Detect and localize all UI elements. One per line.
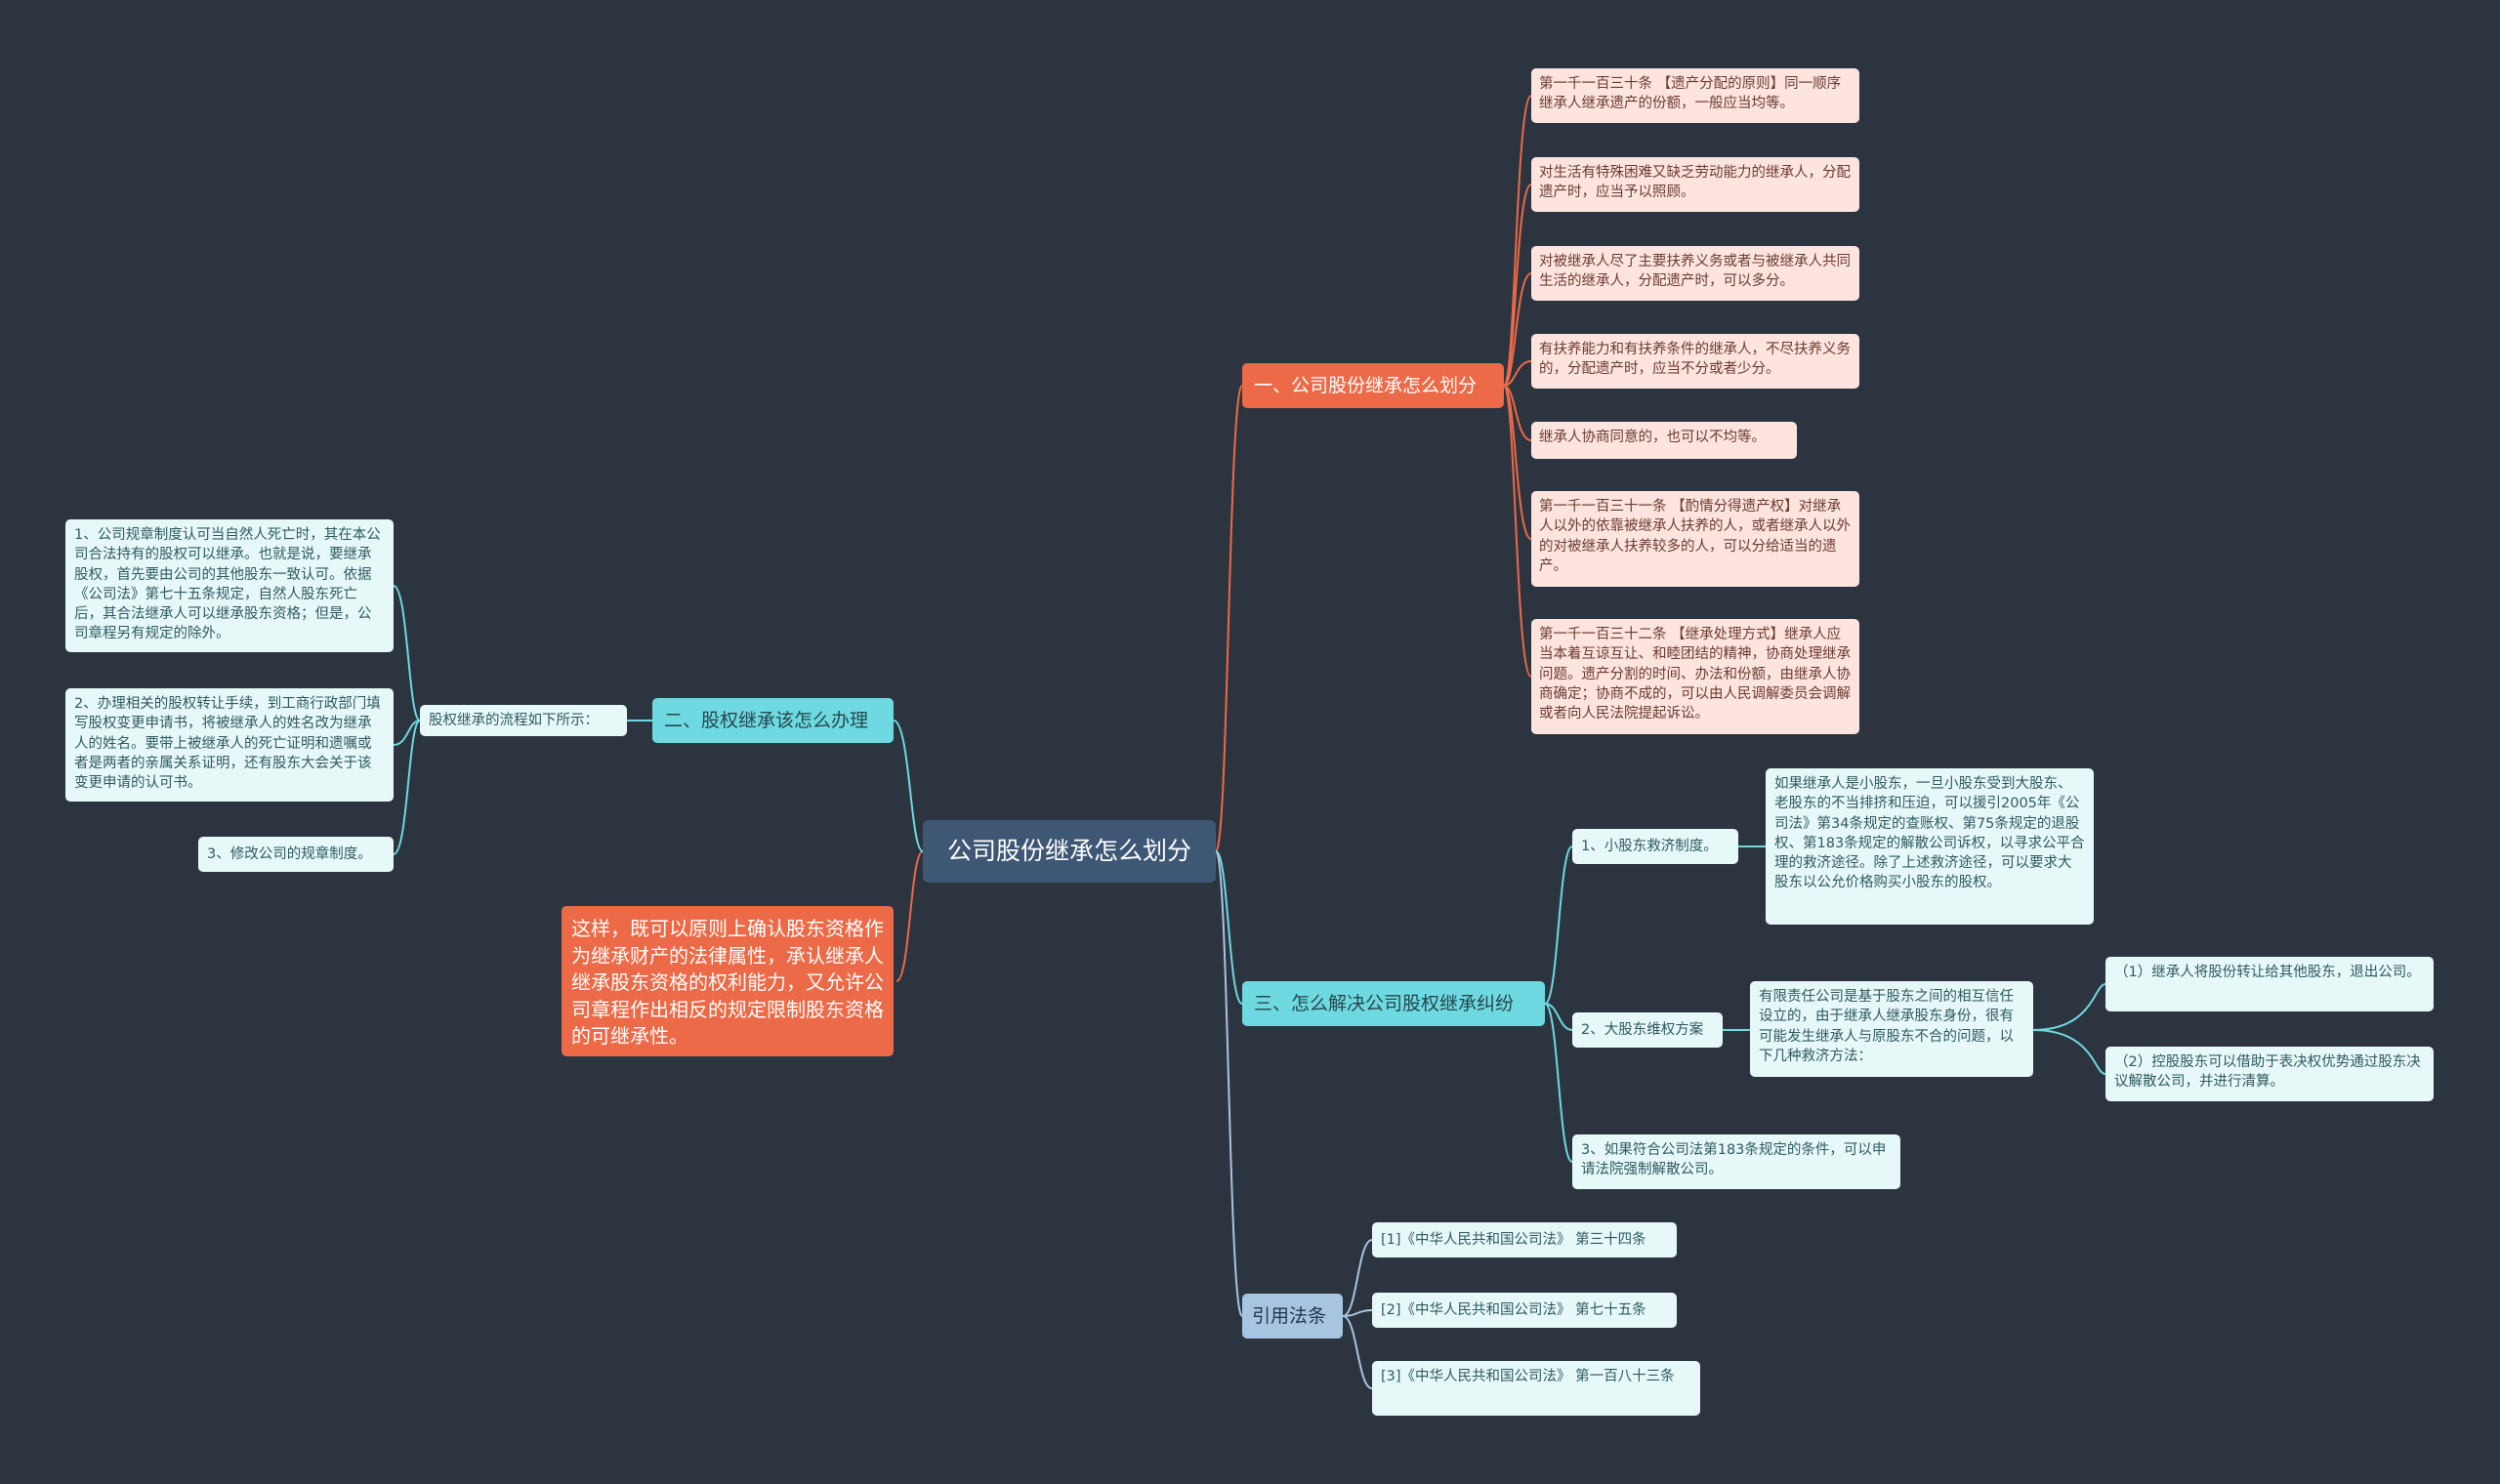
branch-cited-laws[interactable]: 引用法条 xyxy=(1242,1294,1343,1339)
majority-shareholder-plan[interactable]: 2、大股东维权方案 xyxy=(1572,1012,1723,1048)
root-label: 公司股份继承怎么划分 xyxy=(946,836,1191,865)
branch-handling-procedure[interactable]: 二、股权继承该怎么办理 xyxy=(652,698,894,743)
court-dissolution[interactable]: 3、如果符合公司法第183条规定的条件，可以申请法院强制解散公司。 xyxy=(1572,1134,1900,1189)
link-root-note xyxy=(896,850,924,982)
link-root-branch4 xyxy=(1215,850,1243,1317)
minority-remedy-detail[interactable]: 如果继承人是小股东，一旦小股东受到大股东、老股东的不当排挤和压迫，可以援引200… xyxy=(1766,768,2094,925)
majority-option-1[interactable]: （1）继承人将股份转让给其他股东，退出公司。 xyxy=(2105,957,2434,1011)
leaf-division-1[interactable]: 第一千一百三十条 【遗产分配的原则】同一顺序继承人继承遗产的份额，一般应当均等。 xyxy=(1531,68,1859,123)
procedure-intro[interactable]: 股权继承的流程如下所示： xyxy=(420,705,627,736)
leaf-division-5[interactable]: 继承人协商同意的，也可以不均等。 xyxy=(1531,422,1797,459)
branch-dispute-resolution[interactable]: 三、怎么解决公司股权继承纠纷 xyxy=(1242,981,1545,1026)
leaf-division-4[interactable]: 有扶养能力和有扶养条件的继承人，不尽扶养义务的，分配遗产时，应当不分或者少分。 xyxy=(1531,334,1859,389)
branch-division-principles[interactable]: 一、公司股份继承怎么划分 xyxy=(1242,363,1504,408)
leaf-division-6[interactable]: 第一千一百三十一条 【酌情分得遗产权】对继承人以外的依靠被继承人扶养的人，或者继… xyxy=(1531,491,1859,587)
link-root-branch1 xyxy=(1215,385,1243,852)
citation-2[interactable]: [2]《中华人民共和国公司法》 第七十五条 xyxy=(1372,1293,1677,1328)
citation-3[interactable]: [3]《中华人民共和国公司法》 第一百八十三条 xyxy=(1372,1361,1700,1416)
majority-plan-detail[interactable]: 有限责任公司是基于股东之间的相互信任设立的，由于继承人继承股东身份，很有可能发生… xyxy=(1750,981,2033,1077)
procedure-step-1[interactable]: 1、公司规章制度认可当自然人死亡时，其在本公司合法持有的股权可以继承。也就是说，… xyxy=(65,519,394,652)
note-box[interactable]: 这样，既可以原则上确认股东资格作为继承财产的法律属性，承认继承人继承股东资格的权… xyxy=(562,906,894,1056)
majority-option-2[interactable]: （2）控股股东可以借助于表决权优势通过股东决议解散公司，并进行清算。 xyxy=(2105,1047,2434,1101)
leaf-division-2[interactable]: 对生活有特殊困难又缺乏劳动能力的继承人，分配遗产时，应当予以照顾。 xyxy=(1531,157,1859,212)
link-root-branch3 xyxy=(1215,850,1243,1005)
root-node[interactable]: 公司股份继承怎么划分 xyxy=(923,820,1216,883)
minority-shareholder-remedy[interactable]: 1、小股东救济制度。 xyxy=(1572,829,1738,864)
link-root-branch2 xyxy=(893,720,924,852)
procedure-step-2[interactable]: 2、办理相关的股权转让手续，到工商行政部门填写股权变更申请书，将被继承人的姓名改… xyxy=(65,688,394,802)
procedure-step-3[interactable]: 3、修改公司的规章制度。 xyxy=(198,837,394,872)
leaf-division-7[interactable]: 第一千一百三十二条 【继承处理方式】继承人应当本着互谅互让、和睦团结的精神，协商… xyxy=(1531,619,1859,734)
leaf-division-3[interactable]: 对被继承人尽了主要扶养义务或者与被继承人共同生活的继承人，分配遗产时，可以多分。 xyxy=(1531,246,1859,301)
citation-1[interactable]: [1]《中华人民共和国公司法》 第三十四条 xyxy=(1372,1222,1677,1257)
